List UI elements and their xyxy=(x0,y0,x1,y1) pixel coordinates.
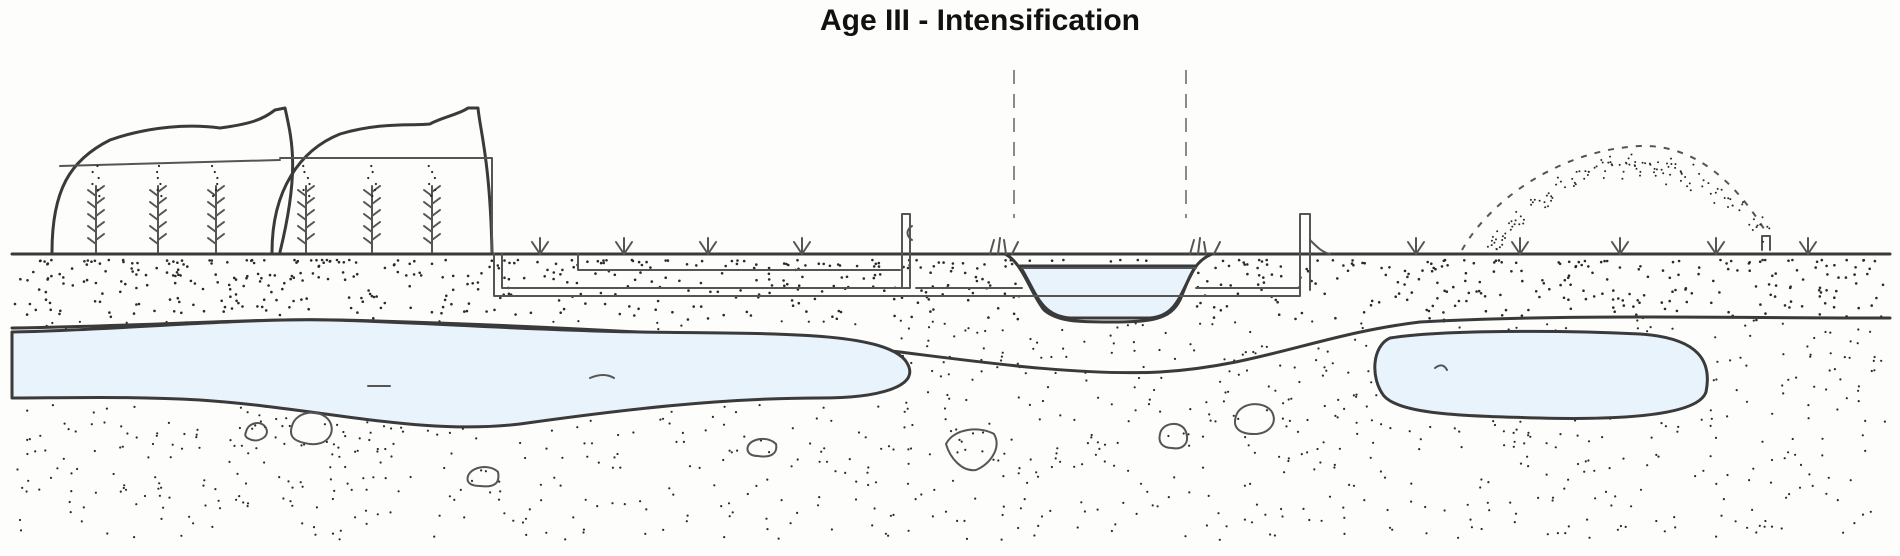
greenhouse-plant xyxy=(150,186,166,252)
drainage-pipe xyxy=(578,254,900,270)
greenhouse-plant xyxy=(298,186,314,252)
crop-tuft xyxy=(1512,238,1528,254)
field-crops xyxy=(532,238,1816,254)
aquifer-lens-right xyxy=(1375,331,1708,418)
greenhouse-plant xyxy=(208,186,224,252)
greenhouse-irrigation-drops xyxy=(91,165,436,197)
crop-tuft xyxy=(532,238,548,254)
greenhouse-plants xyxy=(88,186,440,252)
aquifer-lens-left xyxy=(12,320,910,427)
crop-tuft xyxy=(1612,238,1628,254)
crop-tuft xyxy=(1708,238,1724,254)
greenhouse-left xyxy=(52,108,293,252)
crop-tuft xyxy=(1408,238,1424,254)
sprinkler-spray xyxy=(1487,154,1770,251)
crop-tuft xyxy=(616,238,632,254)
crop-tuft xyxy=(700,238,716,254)
crop-tuft xyxy=(794,238,810,254)
crop-tuft xyxy=(1800,238,1816,254)
outlet-pipe xyxy=(1310,240,1330,254)
greenhouse-plant xyxy=(88,186,104,252)
pond-edge-grass xyxy=(990,238,1220,254)
